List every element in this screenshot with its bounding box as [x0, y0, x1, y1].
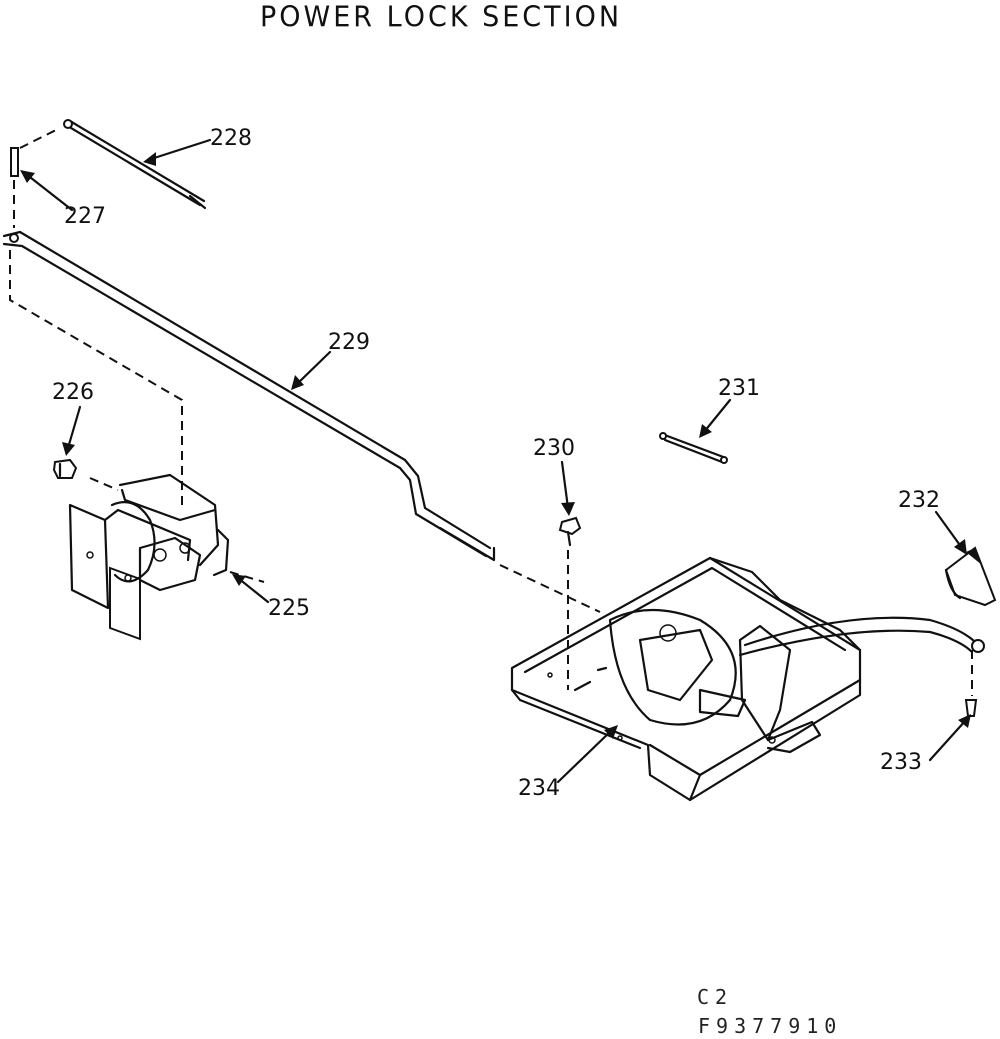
screw-233: [964, 650, 978, 717]
screw-226: [52, 458, 78, 479]
callout-231: 231: [718, 376, 760, 401]
callout-229: 229: [328, 330, 370, 355]
callout-232: 232: [898, 488, 940, 513]
diagram-title: POWER LOCK SECTION: [260, 1, 623, 34]
callout-230: 230: [533, 436, 575, 461]
callout-227: 227: [64, 204, 106, 229]
pin-227: [10, 147, 19, 228]
callout-234: 234: [518, 776, 560, 801]
rod-228: [19, 119, 207, 210]
knob-232: [944, 546, 997, 607]
lock-rod-229: [2, 230, 601, 613]
solenoid-225: [68, 473, 265, 641]
callout-225: 225: [268, 596, 310, 621]
callout-228: 228: [210, 126, 252, 151]
screw-230: [558, 516, 582, 690]
leader-arrows: [20, 138, 971, 784]
callout-226: 226: [52, 380, 94, 405]
link-231: [659, 432, 728, 464]
base-assembly-234: [510, 556, 985, 802]
footer-code-2: F9377910: [698, 1014, 843, 1038]
footer-code-1: C2: [697, 985, 734, 1009]
callout-233: 233: [880, 750, 922, 775]
